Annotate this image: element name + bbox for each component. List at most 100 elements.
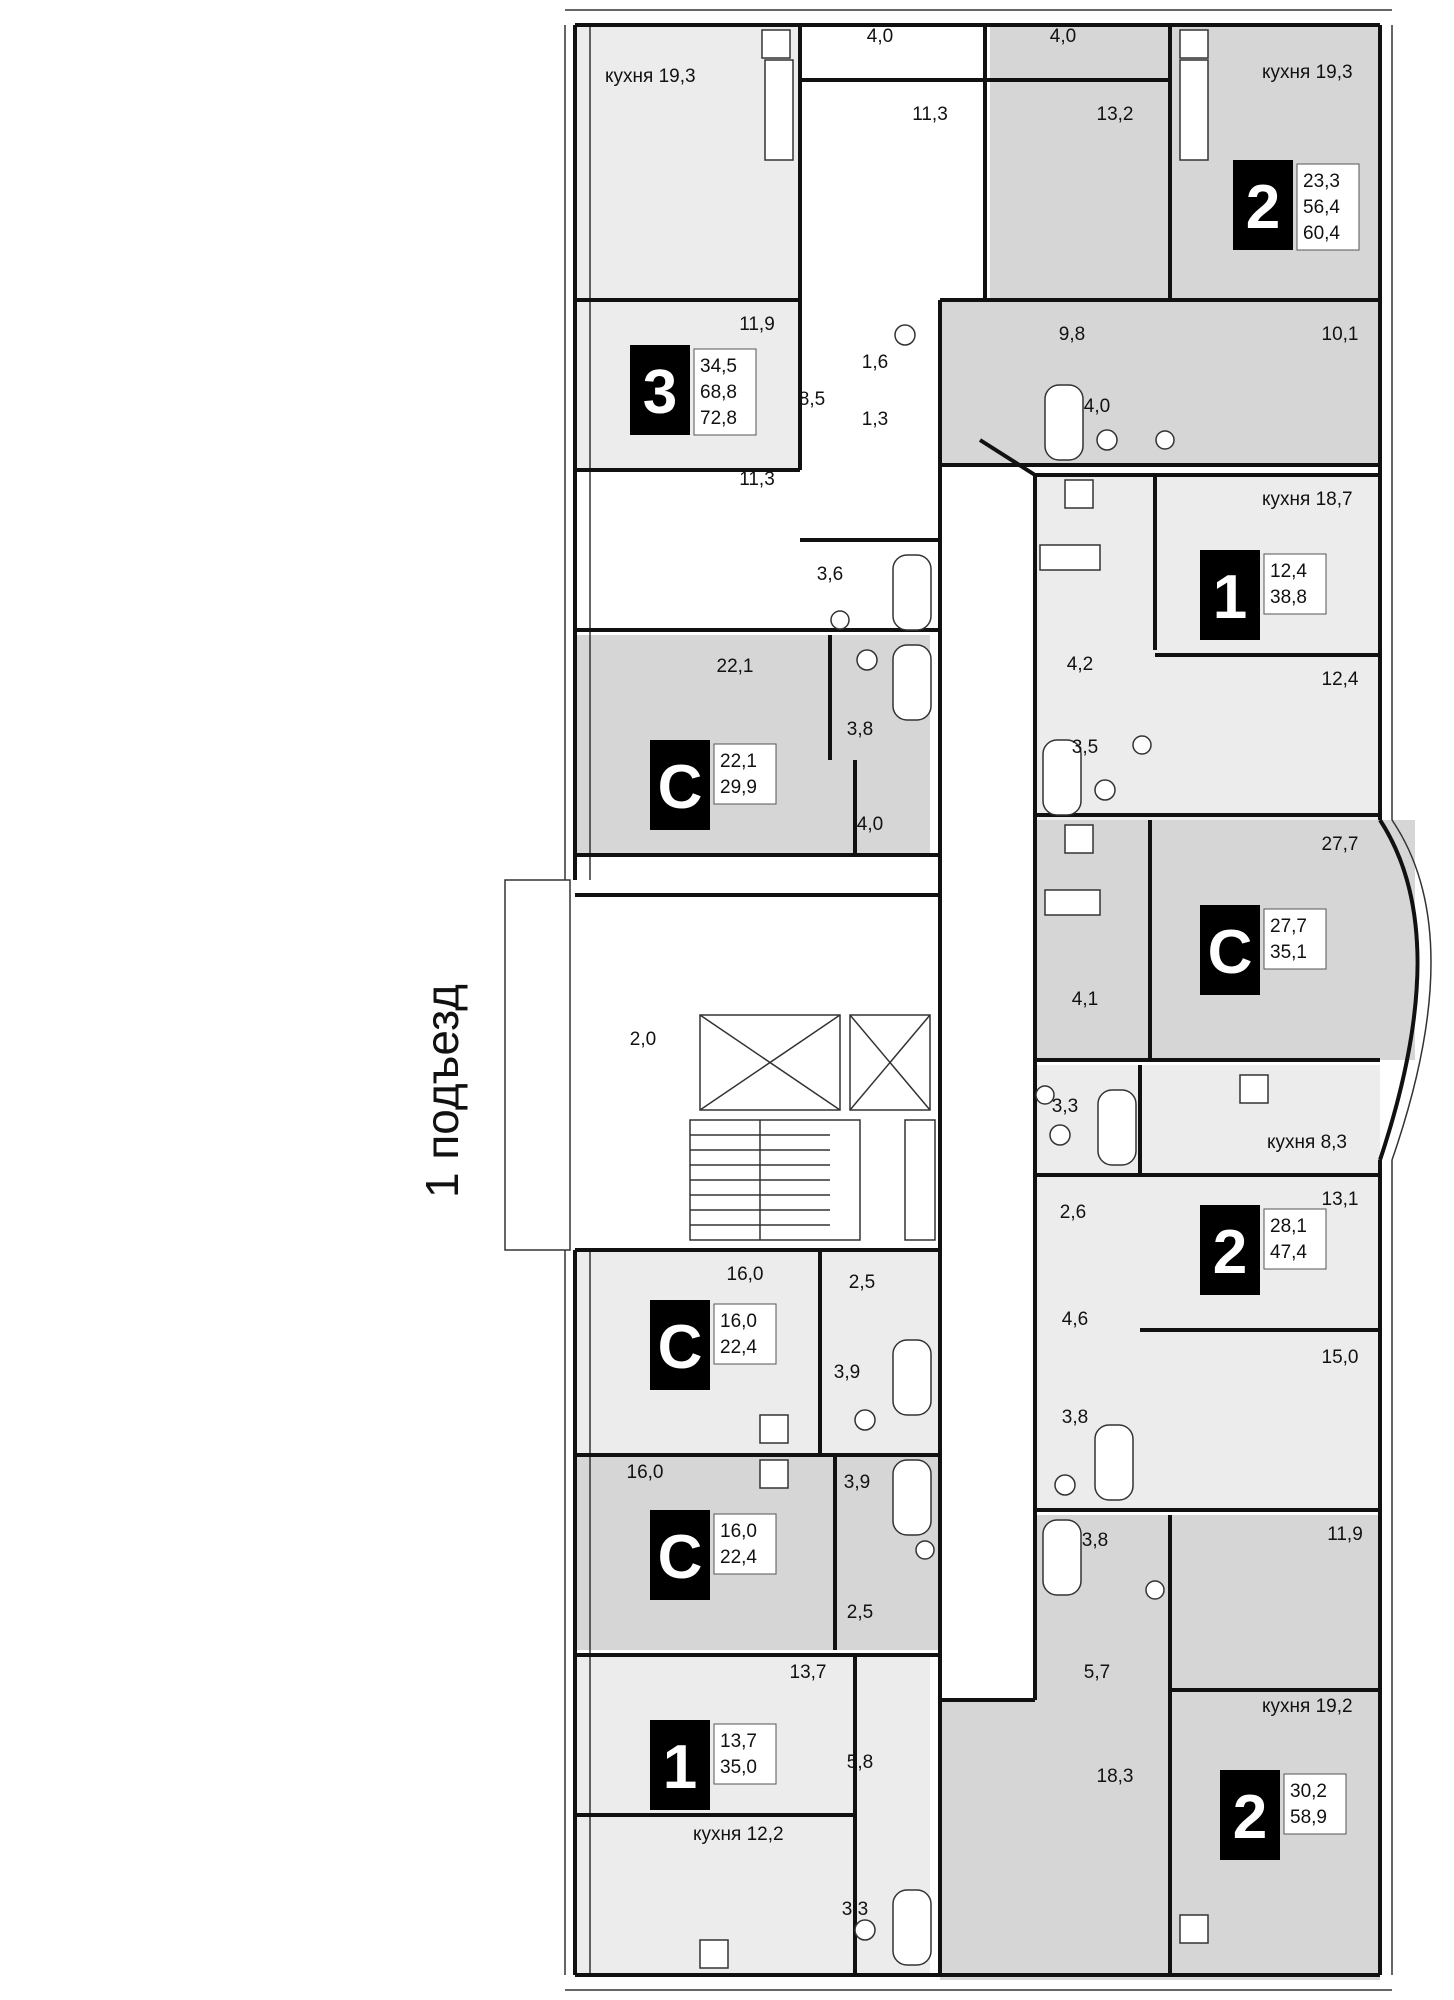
badge-box [650,1300,710,1390]
sink-icon [915,1540,935,1560]
room-label: 12,4 [1322,669,1359,690]
room-label: 5,7 [1084,1662,1110,1683]
fixtures [699,29,1269,1969]
toilet-icon [1094,779,1116,801]
room-label: 18,3 [1097,1766,1134,1787]
stove-icon [1064,479,1094,509]
room-label: 3,6 [817,564,843,585]
apartment-type: С [658,753,703,822]
bathtub-icon [1094,1424,1134,1501]
stove-icon [699,1939,729,1969]
room-label: 8,5 [799,389,825,410]
room-label: 22,1 [717,656,754,677]
apartment-type: 2 [1233,1783,1267,1852]
bathtub-icon [892,1339,932,1416]
room-label: 13,7 [790,1662,827,1683]
area-box [713,1513,777,1575]
apartment-area: 60,4 [1303,223,1340,244]
apartment-area: 35,0 [720,1757,757,1778]
apartment-type: 3 [643,358,677,427]
toilet-icon [1049,1124,1071,1146]
bathtub-icon [1042,739,1082,816]
apartment-type: 2 [1213,1218,1247,1287]
apartment-area: 23,3 [1303,171,1340,192]
counter [1044,889,1101,916]
room-label: 4,2 [1067,654,1093,675]
room-label: 11,9 [1327,1524,1363,1545]
apartment-area: 29,9 [720,777,757,798]
stove-icon [1179,1914,1209,1944]
stove-icon [1064,824,1094,854]
room-label: 3,3 [1052,1096,1078,1117]
apartment-area: 38,8 [1270,587,1307,608]
room-label: 3,9 [834,1362,860,1383]
room-label: 13,1 [1322,1189,1359,1210]
bathtub-icon [1097,1089,1137,1166]
apartment-type: С [1208,918,1253,987]
apartment-fills [575,25,1415,1980]
bathtub-icon [892,1459,932,1536]
area-box [713,1723,777,1785]
room-label: 4,1 [1072,989,1098,1010]
toilet-icon [1054,1474,1076,1496]
bathtub-icon [892,554,932,631]
bathtub-icon [1044,384,1084,461]
apartment-badge: 2 23,3 56,4 60,4 [1233,160,1360,251]
apartment-area: 22,1 [720,751,757,772]
room-label: 15,0 [1322,1347,1359,1368]
stove-icon [1239,1074,1269,1104]
bathtub-icon [892,644,932,721]
apartment-1-right-fill [1035,475,1380,820]
room-label: 11,3 [912,104,948,125]
apartment-area: 58,9 [1290,1807,1327,1828]
badge-box [630,345,690,435]
room-label: 2,0 [630,1029,656,1050]
area-box [1283,1773,1347,1835]
room-label: 4,0 [857,814,883,835]
badge-box [650,1510,710,1600]
badge-box [650,1720,710,1810]
toilet-icon [1096,429,1118,451]
stove-icon [759,1459,789,1489]
entrance-label: 1 подъезд [416,984,468,1198]
bathtub-icon [1042,1519,1082,1596]
room-label: 4,6 [1062,1309,1088,1330]
stove-icon [759,1414,789,1444]
room-label: кухня 12,2 [693,1824,784,1845]
apartment-area: 56,4 [1303,197,1340,218]
apartment-2-bottom-large-fill [940,1700,1170,1980]
room-label: 3,9 [844,1472,870,1493]
badge-box [1233,160,1293,250]
room-label: 3,8 [1062,1407,1088,1428]
counter [1179,59,1209,161]
room-label: 4,0 [867,26,893,47]
walls [564,9,1432,1991]
sink-icon [1145,1580,1165,1600]
apartment-area: 13,7 [720,1731,757,1752]
room-label: 16,0 [627,1462,664,1483]
room-label: 3,8 [847,719,873,740]
apartment-area: 16,0 [720,1521,757,1542]
room-label: 2,6 [1060,1202,1086,1223]
apartment-area: 72,8 [700,408,737,429]
apartment-area: 22,4 [720,1337,757,1358]
apartment-type: 2 [1246,173,1280,242]
room-label: 4,0 [1084,396,1110,417]
room-label: 2,5 [849,1272,875,1293]
apartment-type: С [658,1313,703,1382]
room-label: 3,5 [1072,737,1098,758]
sink-icon [830,610,850,630]
apartment-area: 35,1 [1270,942,1307,963]
stove-icon [1179,29,1209,59]
badge-box [1200,550,1260,640]
apartment-area: 34,5 [700,356,737,377]
room-label: кухня 19,3 [1262,62,1353,83]
room-label: 5,8 [847,1752,873,1773]
sink-icon [1132,735,1152,755]
